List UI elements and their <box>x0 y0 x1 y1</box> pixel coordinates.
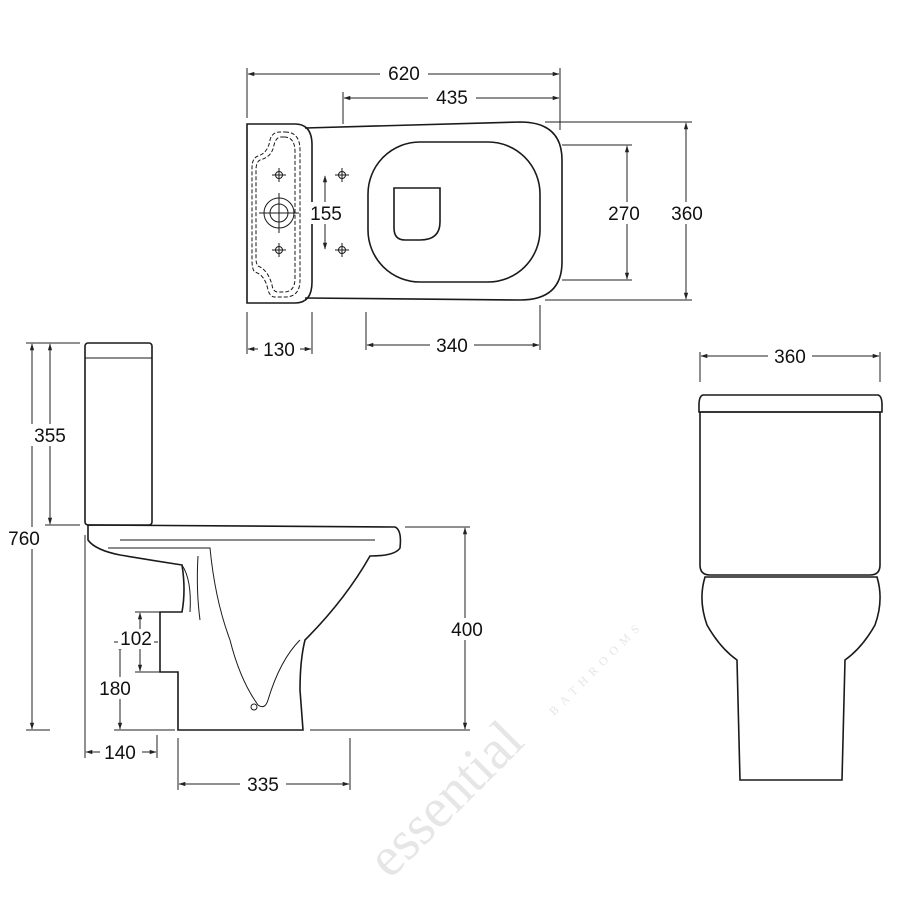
top-cistern-outline <box>246 123 313 304</box>
dim-outlet-diameter: 102 <box>120 629 152 650</box>
top-cistern-inner <box>251 131 301 298</box>
front-cistern-lid <box>698 394 883 413</box>
dim-overall-height: 760 <box>8 529 40 550</box>
top-bowl-outline <box>304 121 563 301</box>
front-cistern <box>699 411 881 576</box>
fixing-points <box>272 168 349 257</box>
flush-valve-icon <box>259 193 299 233</box>
dim-outlet-height: 180 <box>99 679 131 700</box>
side-bowl-outline <box>87 524 402 731</box>
dim-seat-width: 270 <box>608 204 640 225</box>
dim-cistern-height: 355 <box>34 426 66 447</box>
dim-outlet-setback: 140 <box>104 743 136 764</box>
dim-front-width: 360 <box>774 347 806 368</box>
dim-overall-length: 620 <box>388 64 420 85</box>
dim-overall-width: 360 <box>671 204 703 225</box>
top-seat-outline <box>367 141 541 283</box>
dim-pedestal-depth: 335 <box>247 775 279 796</box>
dim-fixing-spacing: 155 <box>310 204 342 225</box>
watermark: essential BATHROOMS <box>355 618 646 890</box>
side-cistern <box>84 342 153 526</box>
watermark-tagline: BATHROOMS <box>546 618 646 718</box>
side-view: 760 355 400 180 102 140 335 <box>8 342 488 796</box>
front-bowl <box>701 576 881 781</box>
front-view: 360 <box>698 345 883 781</box>
dim-cistern-depth: 130 <box>263 340 295 361</box>
top-view: 620 435 360 270 155 130 340 <box>246 62 708 361</box>
watermark-brand: essential <box>355 709 535 889</box>
dim-bowl-length: 435 <box>436 88 468 109</box>
dim-seat-height: 400 <box>451 620 483 641</box>
top-cistern-inner-2 <box>255 136 296 293</box>
dim-seat-length: 340 <box>436 336 468 357</box>
top-bowl-opening <box>393 187 441 241</box>
